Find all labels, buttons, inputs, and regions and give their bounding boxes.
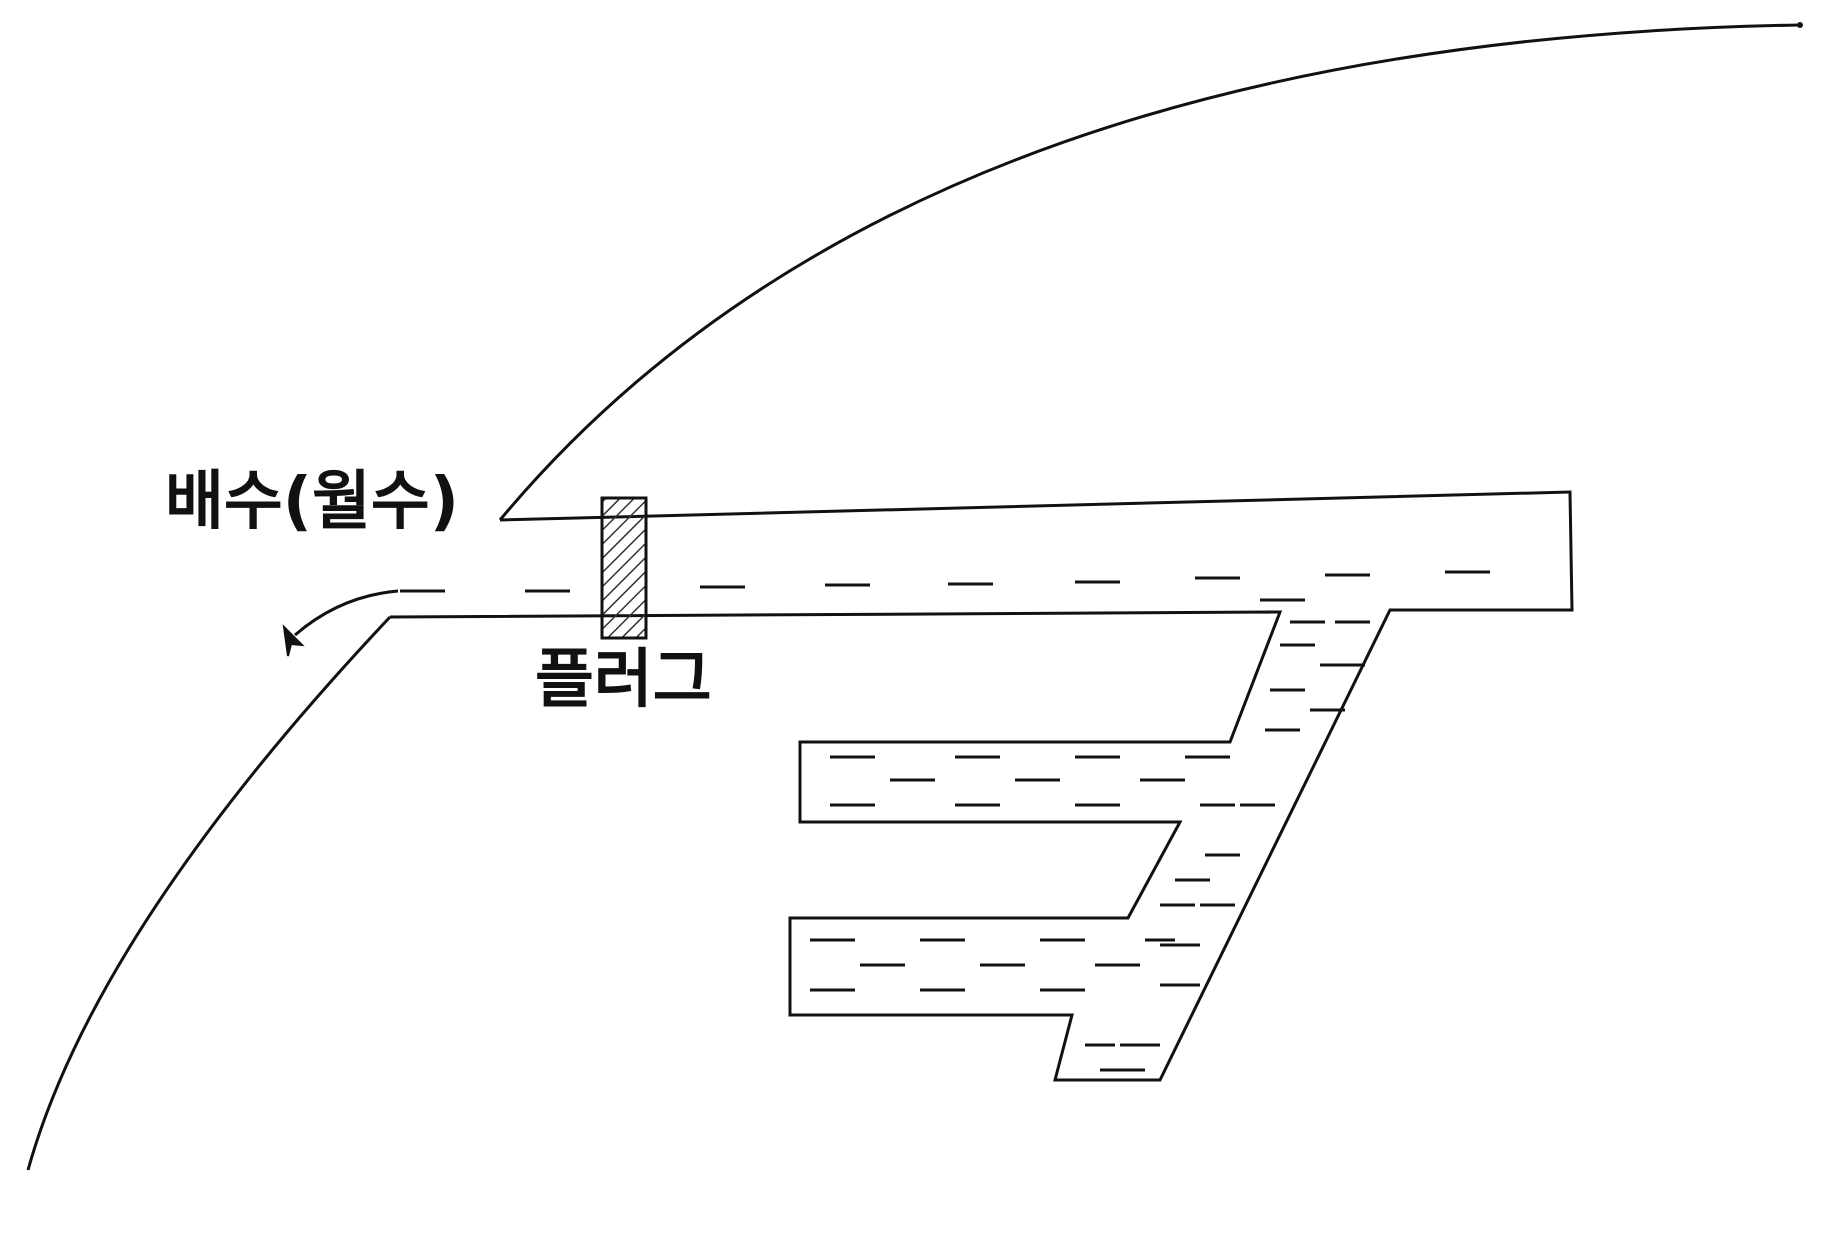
water-dashes-upper-branch [830, 755, 1235, 807]
water-dashes-tunnel [400, 570, 1490, 602]
curve-end-dot [1797, 22, 1803, 28]
drain-label: 배수(월수) [165, 465, 460, 539]
outflow-arrowhead-icon [282, 624, 305, 657]
water-dashes-shaft [1085, 620, 1370, 1072]
outflow-curved-arrow-icon [294, 589, 399, 637]
upper-cliff-line [498, 23, 1801, 521]
plug-label: 플러그 [535, 643, 712, 717]
plug-block-icon [600, 496, 648, 640]
water-chamber-outline [389, 490, 1574, 1082]
lower-cliff-line [26, 615, 392, 1171]
water-dashes-lower-branch [810, 938, 1175, 992]
